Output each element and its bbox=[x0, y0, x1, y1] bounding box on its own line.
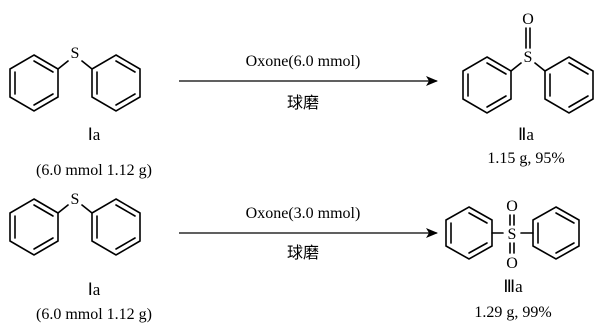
phenyl-ring bbox=[91, 54, 141, 112]
bond-c-s-right bbox=[81, 60, 93, 70]
product-2-label: Ⅲa bbox=[503, 277, 523, 296]
product-1-diphenyl-sulfoxide: S O bbox=[462, 11, 594, 114]
reactant-1-amount: (6.0 mmol 1.12 g) bbox=[36, 162, 152, 179]
phenyl-ring bbox=[9, 54, 59, 112]
reaction-2-method: 球磨 bbox=[287, 244, 319, 262]
reactant-2-diphenyl-sulfide: S bbox=[9, 191, 141, 256]
phenyl-ring bbox=[445, 206, 493, 260]
phenyl-ring bbox=[91, 198, 141, 256]
bond-c-s-right bbox=[81, 204, 93, 214]
reaction-1-reagent: Oxone(6.0 mmol) bbox=[246, 53, 361, 70]
reactant-2-amount: (6.0 mmol 1.12 g) bbox=[36, 306, 152, 323]
sulfur-atom: S bbox=[71, 45, 80, 62]
oxygen-atom-bottom: O bbox=[506, 255, 518, 272]
ring-double-bonds bbox=[33, 60, 54, 73]
phenyl-ring bbox=[544, 56, 594, 114]
reaction-1-method: 球磨 bbox=[287, 94, 319, 112]
bond-c-s-left bbox=[57, 204, 69, 214]
bond-c-s-left bbox=[57, 60, 69, 70]
reaction-2-arrow: Oxone(3.0 mmol) 球磨 bbox=[179, 205, 438, 262]
phenyl-ring bbox=[9, 198, 59, 256]
bond-c-s-left bbox=[510, 62, 522, 72]
reaction-1-arrow: Oxone(6.0 mmol) 球磨 bbox=[179, 53, 438, 112]
product-2-diphenyl-sulfone: S O O bbox=[445, 198, 580, 272]
reaction-2: S Ⅰa (6.0 mmol 1.12 g) Oxone(3.0 mmol) 球… bbox=[9, 191, 580, 323]
bond-c-s-right bbox=[534, 62, 546, 72]
phenyl-ring bbox=[462, 56, 512, 114]
product-1-label: Ⅱa bbox=[518, 125, 534, 144]
oxygen-atom-top: O bbox=[506, 198, 518, 215]
sulfur-atom: S bbox=[524, 49, 533, 66]
oxygen-atom: O bbox=[522, 11, 534, 28]
product-2-yield: 1.29 g, 99% bbox=[474, 304, 551, 321]
reaction-2-reagent: Oxone(3.0 mmol) bbox=[246, 205, 361, 222]
reactant-1-diphenyl-sulfide: S bbox=[9, 45, 141, 112]
product-1-yield: 1.15 g, 95% bbox=[487, 150, 564, 167]
reactant-2-label: Ⅰa bbox=[88, 280, 101, 299]
reactant-1-label: Ⅰa bbox=[88, 125, 101, 144]
phenyl-ring bbox=[532, 206, 580, 260]
reaction-1: S Ⅰa (6.0 mmol 1.12 g) Oxone(6.0 mmol) 球… bbox=[9, 11, 594, 179]
sulfur-atom: S bbox=[71, 191, 80, 208]
sulfur-atom: S bbox=[508, 226, 517, 243]
